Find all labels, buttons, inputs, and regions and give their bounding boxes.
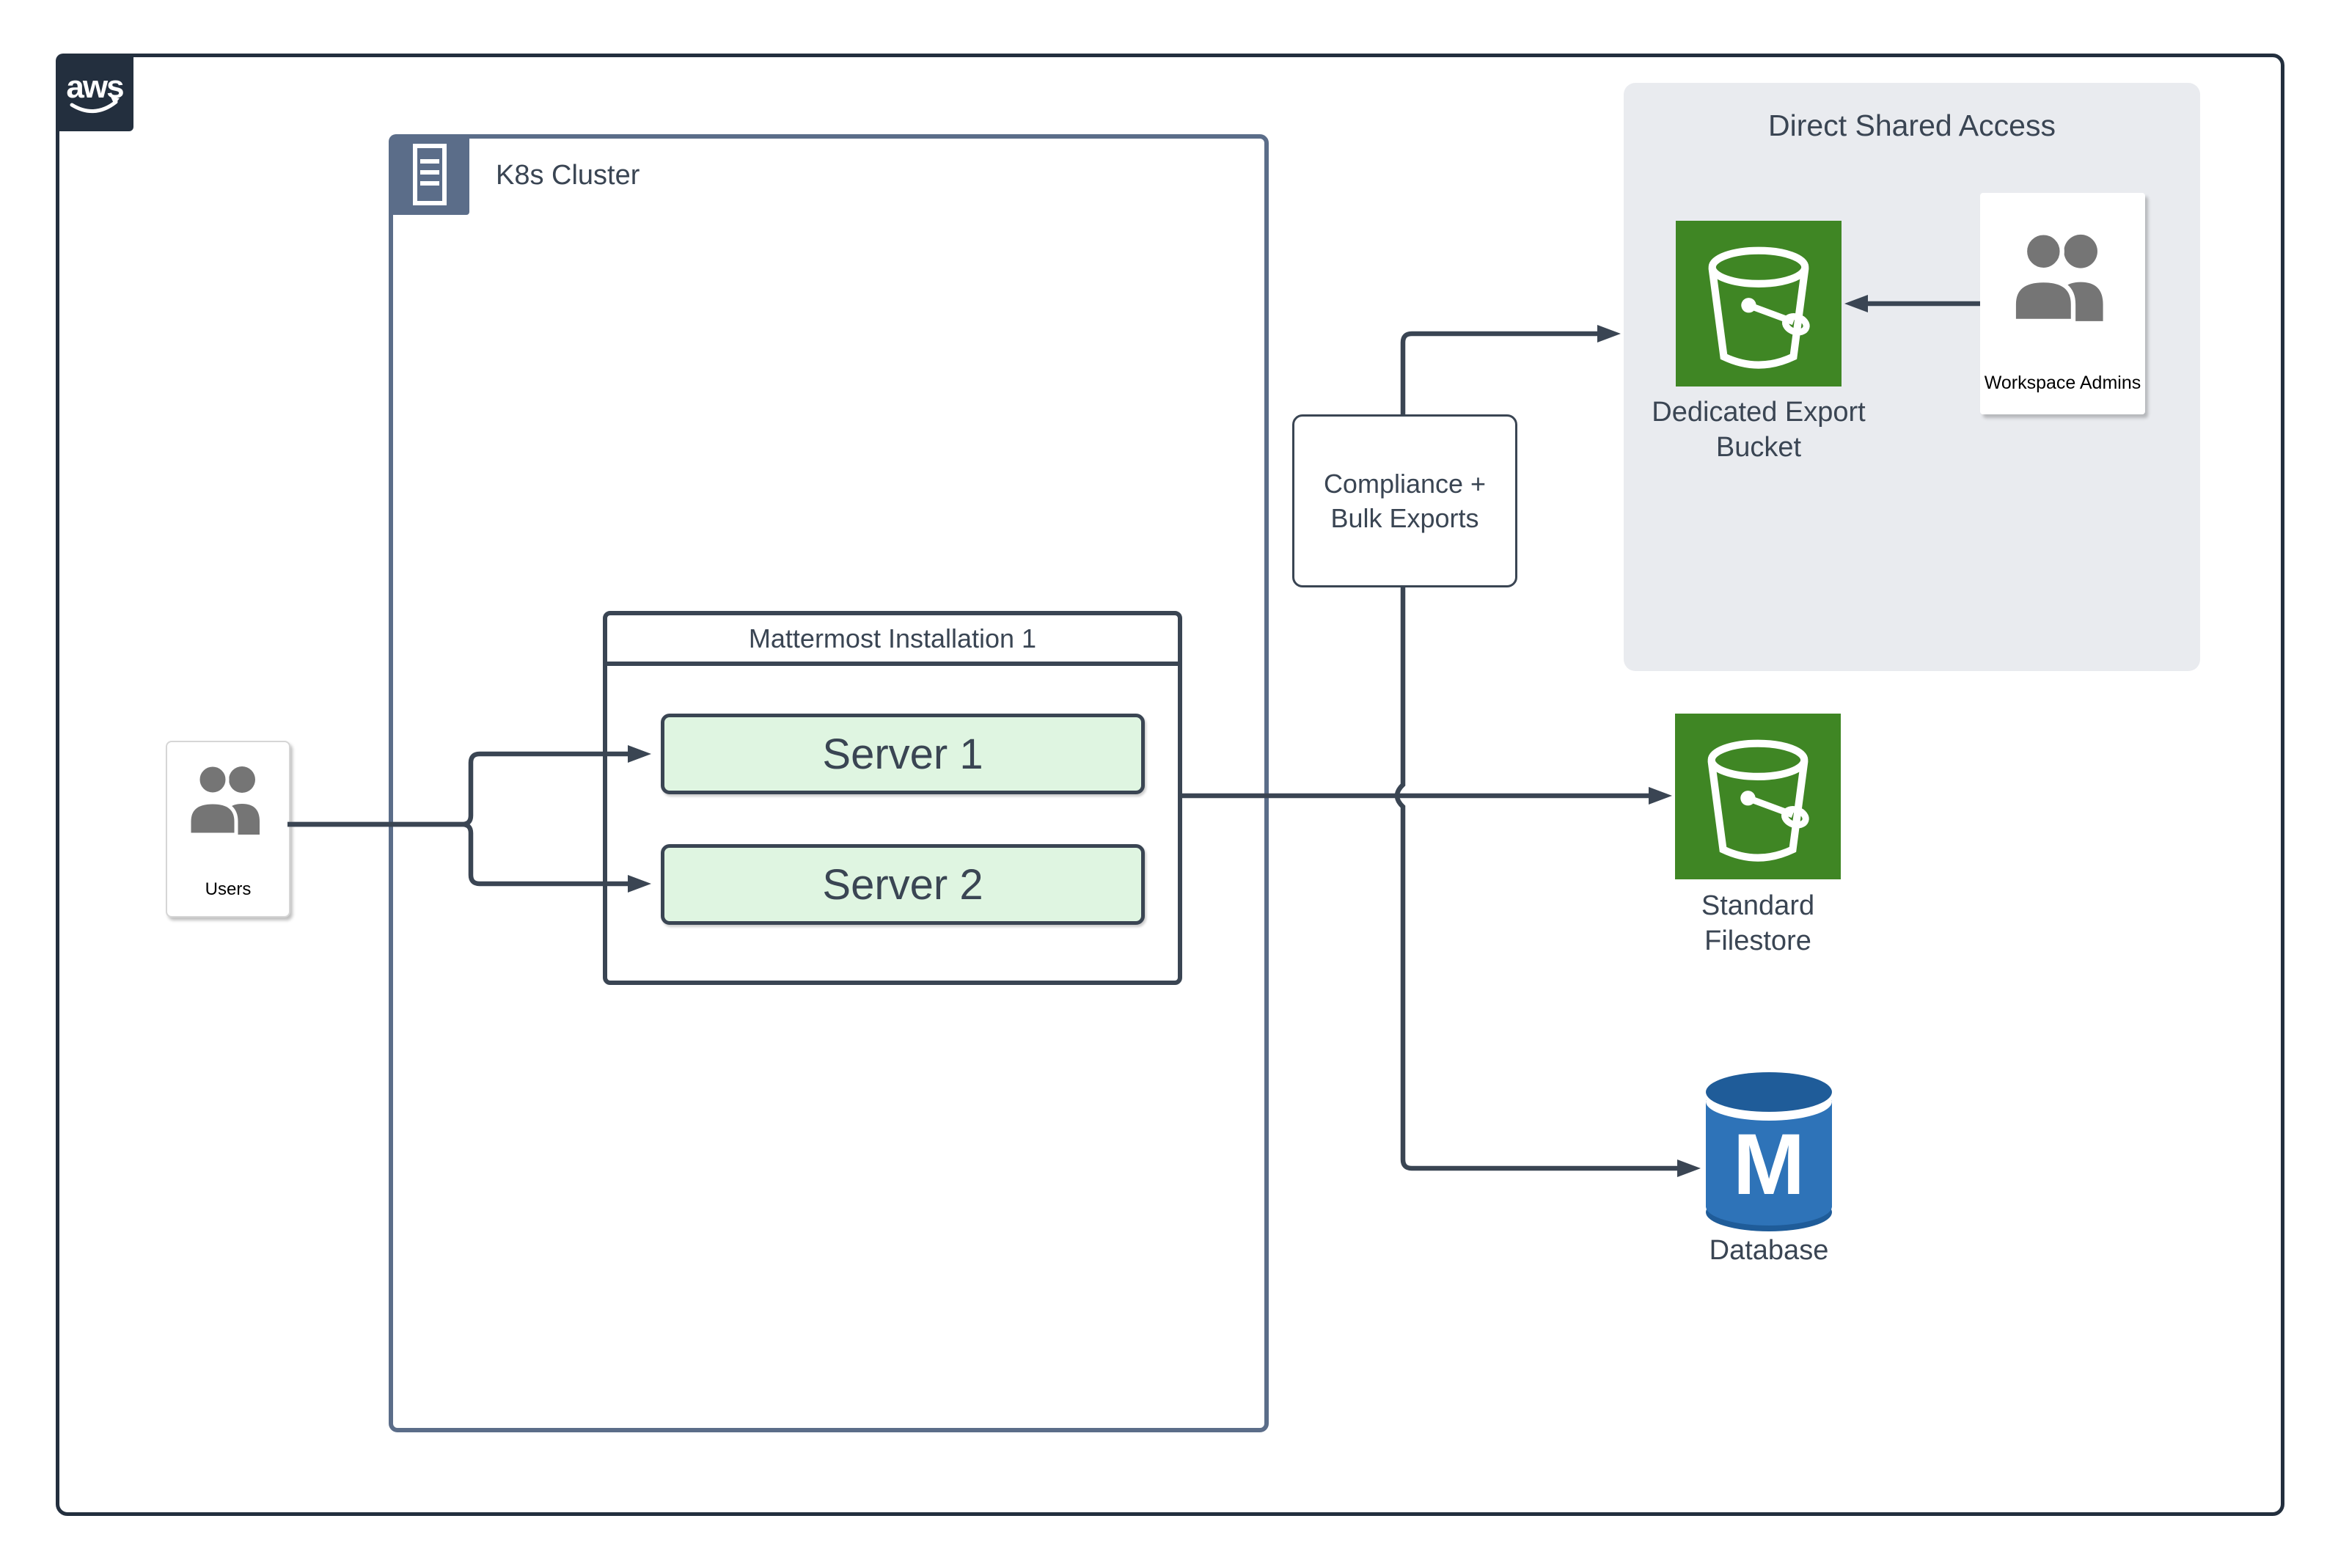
server-1-node: Server 1 — [661, 714, 1145, 794]
compliance-label-line1: Compliance + — [1323, 469, 1487, 499]
aws-account-frame — [56, 54, 2284, 1516]
server-stack-icon — [413, 144, 447, 205]
compliance-bulk-exports-node: Compliance + Bulk Exports — [1292, 414, 1517, 587]
database-monogram: M — [1733, 1116, 1805, 1213]
database-node: M — [1705, 1071, 1833, 1236]
k8s-cluster-badge — [389, 134, 469, 215]
server-2-node: Server 2 — [661, 844, 1145, 925]
dedicated-export-bucket-node — [1676, 221, 1842, 386]
aws-logo-icon: aws — [66, 69, 125, 114]
dedicated-export-bucket-label-line1: Dedicated Export — [1652, 397, 1866, 428]
mattermost-installation-container: Mattermost Installation 1 Server 1 Serve… — [603, 611, 1182, 985]
server-2-label: Server 2 — [822, 860, 983, 909]
dedicated-export-bucket-label-line2: Bucket — [1715, 432, 1802, 463]
s3-bucket-icon — [1707, 739, 1809, 862]
standard-filestore-label-line1: Standard — [1701, 890, 1815, 921]
users-icon — [187, 763, 260, 837]
s3-bucket-icon — [1708, 246, 1810, 369]
server-1-label: Server 1 — [822, 730, 983, 778]
users-card: Users — [166, 741, 290, 917]
standard-filestore-label: Standard Filestore — [1619, 888, 1897, 959]
database-cylinder-icon: M — [1706, 1072, 1832, 1231]
dedicated-export-bucket-label: Dedicated Export Bucket — [1619, 395, 1898, 465]
users-label: Users — [205, 879, 252, 899]
mattermost-installation-title: Mattermost Installation 1 — [607, 615, 1178, 666]
standard-filestore-label-line2: Filestore — [1704, 926, 1811, 956]
aws-logo-badge: aws — [56, 54, 133, 131]
workspace-admins-card: Workspace Admins — [1980, 193, 2145, 414]
workspace-admins-label: Workspace Admins — [1984, 373, 2141, 393]
database-label: Database — [1709, 1235, 1829, 1266]
compliance-label-line2: Bulk Exports — [1330, 503, 1479, 533]
workspace-admins-icon — [2011, 230, 2103, 324]
standard-filestore-node — [1675, 714, 1841, 879]
k8s-cluster-label: K8s Cluster — [496, 160, 640, 191]
direct-shared-access-title: Direct Shared Access — [1768, 109, 2056, 142]
